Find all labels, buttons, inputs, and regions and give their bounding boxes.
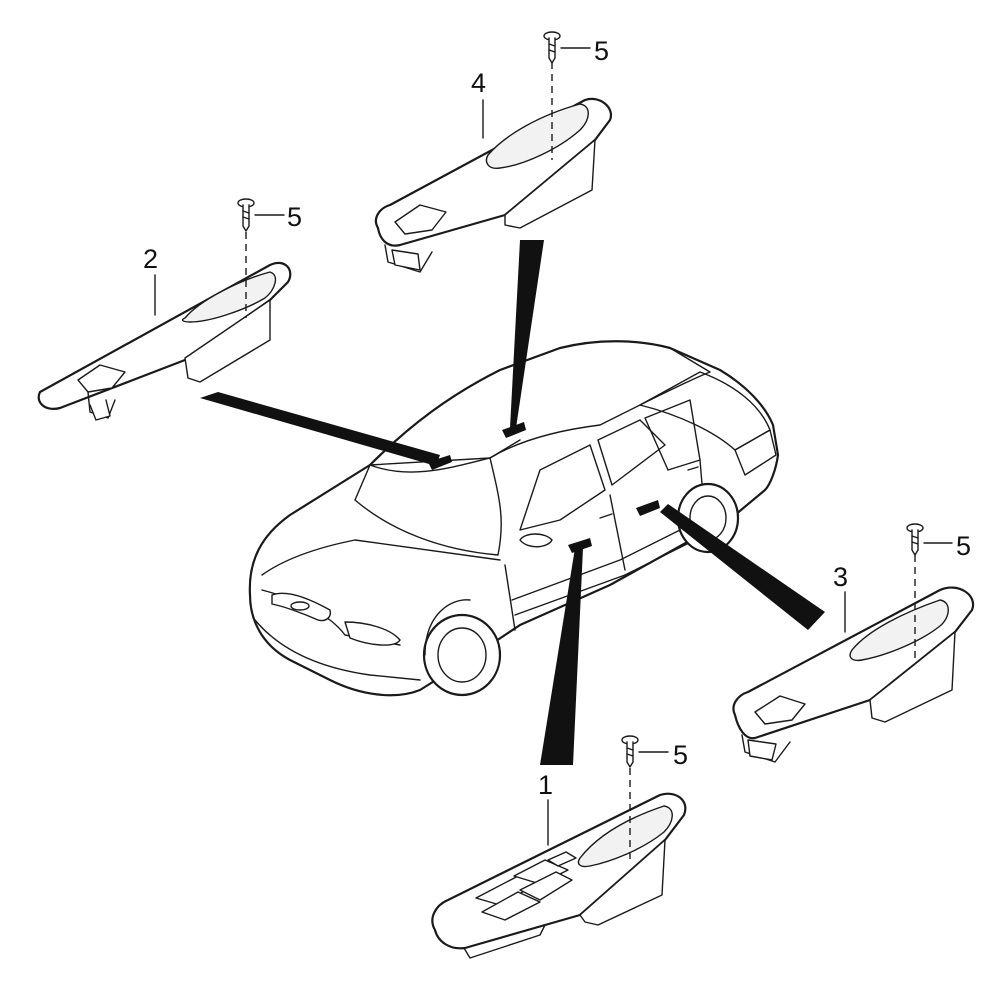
- rear-right-window-switch-panel: [732, 555, 975, 763]
- callout-screw-bottom: 5: [673, 740, 688, 770]
- leader-arrow-driver: [540, 548, 583, 765]
- callout-front-passenger-switch: 4: [471, 68, 486, 98]
- screw-near-part-2: [237, 198, 285, 232]
- leader-arrow-front-passenger: [510, 240, 544, 428]
- callout-driver-switch: 1: [538, 770, 553, 800]
- driver-master-window-switch-panel: [431, 768, 687, 959]
- leader-arrows: [200, 240, 825, 765]
- callout-screw-top: 5: [594, 36, 609, 66]
- sedan-car-illustration: [248, 340, 780, 697]
- screw-near-part-3: [906, 523, 953, 556]
- leader-arrow-rear-left: [200, 392, 440, 466]
- callout-rear-left-switch: 2: [143, 244, 158, 274]
- callout-screw-left: 5: [287, 202, 302, 232]
- front-passenger-window-switch-panel: [374, 62, 613, 273]
- callout-screw-right: 5: [956, 531, 971, 561]
- callout-rear-right-switch: 3: [833, 562, 848, 592]
- leader-arrow-rear-right: [660, 504, 825, 630]
- screw-near-part-4: [543, 31, 591, 64]
- screw-near-part-1: [621, 735, 669, 768]
- rear-left-window-switch-panel: [37, 232, 292, 421]
